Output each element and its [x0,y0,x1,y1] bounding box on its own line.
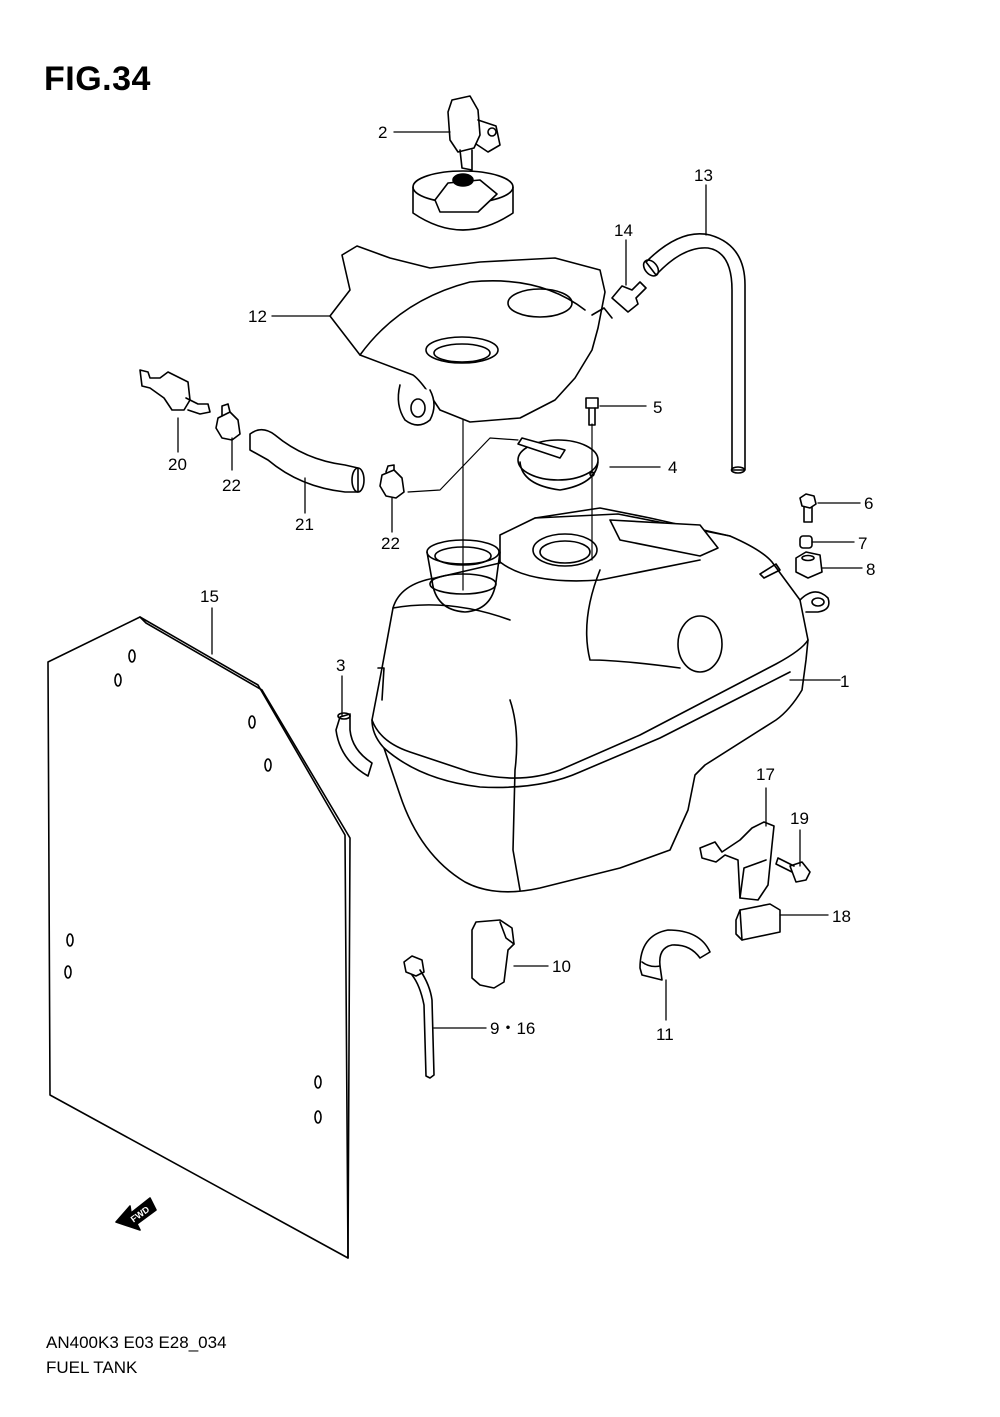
callout-3: 3 [336,656,345,675]
assembly-alignment-lines [407,419,593,591]
callout-9-16: 9・16 [490,1019,535,1038]
callout-18: 18 [832,907,851,926]
callout-22-lower: 22 [381,534,400,553]
callout-17: 17 [756,765,775,784]
callout-21: 21 [295,515,314,534]
part-3-drain-hose [335,712,373,777]
callout-14: 14 [614,221,633,240]
callout-5: 5 [653,398,662,417]
callout-leader-lines [177,131,863,1029]
callout-1: 1 [840,672,849,691]
part-10-cushion [471,919,515,989]
part-4-fuel-level-gauge [517,437,599,491]
callout-10: 10 [552,957,571,976]
callout-20: 20 [168,455,187,474]
part-9-16-band [403,955,435,1079]
part-22-clamp-upper [215,403,241,441]
part-12-tank-tray [329,245,613,426]
fuel-cap-base [412,170,514,231]
forward-direction-arrow: FWD [115,1197,157,1231]
part-7-collar [799,535,813,549]
part-17-bracket [699,821,775,901]
part-15-heat-shield [47,616,351,1259]
callout-8: 8 [866,560,875,579]
part-11-cushion [639,929,711,981]
callout-4: 4 [668,458,677,477]
part-13-breather-hose [642,233,746,474]
callout-11: 11 [656,1025,674,1044]
callout-13: 13 [694,166,713,185]
callout-19: 19 [790,809,809,828]
callout-2: 2 [378,123,387,142]
part-19-bolt [775,857,811,883]
part-8-cushion [795,551,823,579]
part-6-bolt [799,493,817,523]
part-2-fuel-cap-lock [447,95,501,171]
figure-title: FIG.34 [44,60,151,98]
part-18-cushion [735,903,781,941]
callout-15: 15 [200,587,219,606]
assembly-name: FUEL TANK [46,1358,138,1377]
model-code: AN400K3 E03 E28_034 [46,1333,227,1352]
callout-7: 7 [858,534,867,553]
callout-12: 12 [248,307,267,326]
part-21-fuel-hose [249,428,365,493]
callout-22-upper: 22 [222,476,241,495]
part-22-clamp-lower [379,464,405,499]
part-14-hose-fitting [611,281,647,313]
part-1-fuel-tank [371,507,830,893]
callout-labels: 1 2 3 4 5 6 7 8 9・16 10 11 12 13 14 15 1… [168,123,875,1044]
part-20-fuel-filter [139,369,211,415]
part-5-screw [585,397,599,426]
callout-6: 6 [864,494,873,513]
